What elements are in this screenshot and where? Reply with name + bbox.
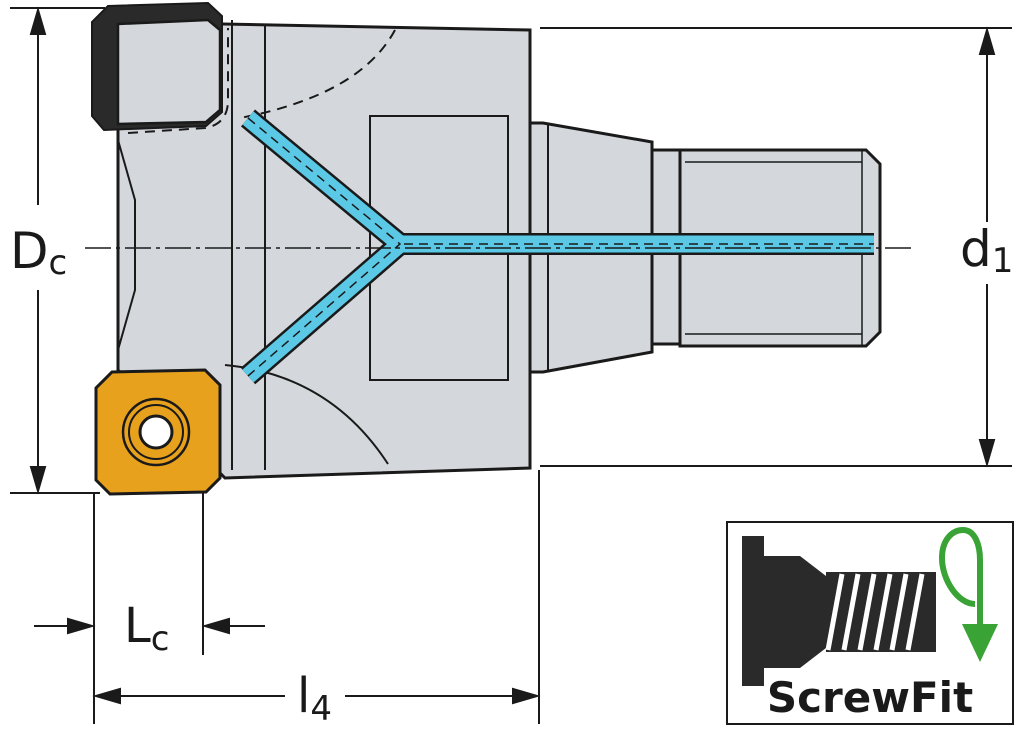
hidden-contours bbox=[127, 28, 396, 134]
l4-label: l4 bbox=[297, 668, 332, 729]
extension-lines bbox=[10, 7, 1012, 724]
screwfit-badge: ScrewFit bbox=[726, 521, 1014, 725]
dc-dimension-line bbox=[29, 6, 47, 495]
d1-label: d1 bbox=[960, 220, 1013, 281]
top-insert-face bbox=[116, 18, 222, 126]
lc-label: Lc bbox=[124, 598, 169, 659]
insert-screw-ring bbox=[121, 397, 191, 467]
lc-dimension-line bbox=[34, 617, 265, 635]
coolant-channels bbox=[240, 109, 874, 385]
screwfit-title: ScrewFit bbox=[767, 673, 973, 722]
l4-dimension-line bbox=[92, 687, 541, 705]
insert-screw-ring-inner bbox=[128, 404, 184, 460]
d1-dimension-line bbox=[978, 26, 996, 468]
cutter-body bbox=[116, 20, 532, 480]
dc-label: Dc bbox=[10, 222, 67, 283]
screw-fit-icon bbox=[742, 526, 998, 686]
insert-screw-hole bbox=[138, 414, 174, 450]
